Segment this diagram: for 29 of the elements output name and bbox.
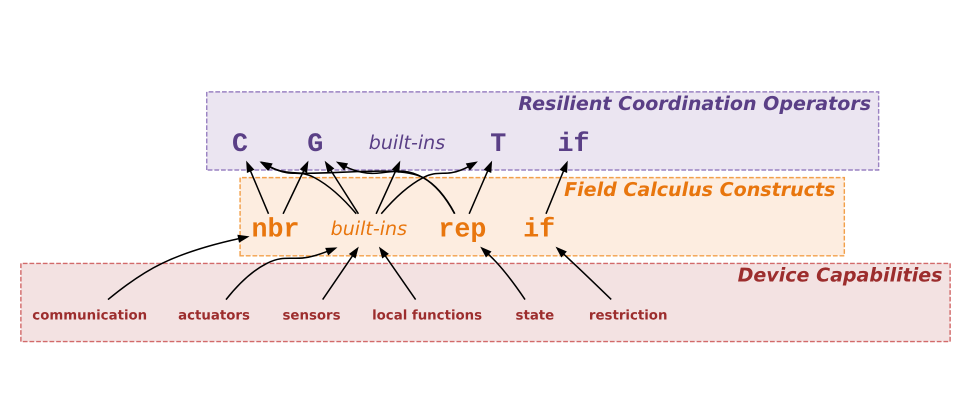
node-text: if [523,215,556,246]
node-text: built-ins [368,132,446,154]
node-text: rep [438,215,486,246]
node-text: if [557,129,590,160]
arrow [545,160,568,214]
node-text: actuators [178,308,250,323]
node-text: nbr [252,215,300,246]
node-text: state [516,308,554,323]
node-text: local functions [372,308,482,323]
node-text: built-ins [330,217,408,240]
node-text: communication [32,308,148,323]
arrow [324,160,360,214]
arrow [378,246,416,300]
arrow [322,246,359,300]
arrow [556,246,612,300]
node-text: G [307,129,324,160]
arrow [468,160,492,214]
node-text: C [232,129,248,160]
arrow [282,160,308,214]
arrow [375,160,400,214]
node-text: T [490,129,506,160]
arrow [108,234,250,300]
node-text: restriction [588,308,668,323]
arrow [225,246,338,300]
arrow [380,160,478,214]
node-text: sensors [282,308,341,323]
arrow [480,246,526,300]
arrow [246,160,270,214]
arrow [336,160,456,214]
